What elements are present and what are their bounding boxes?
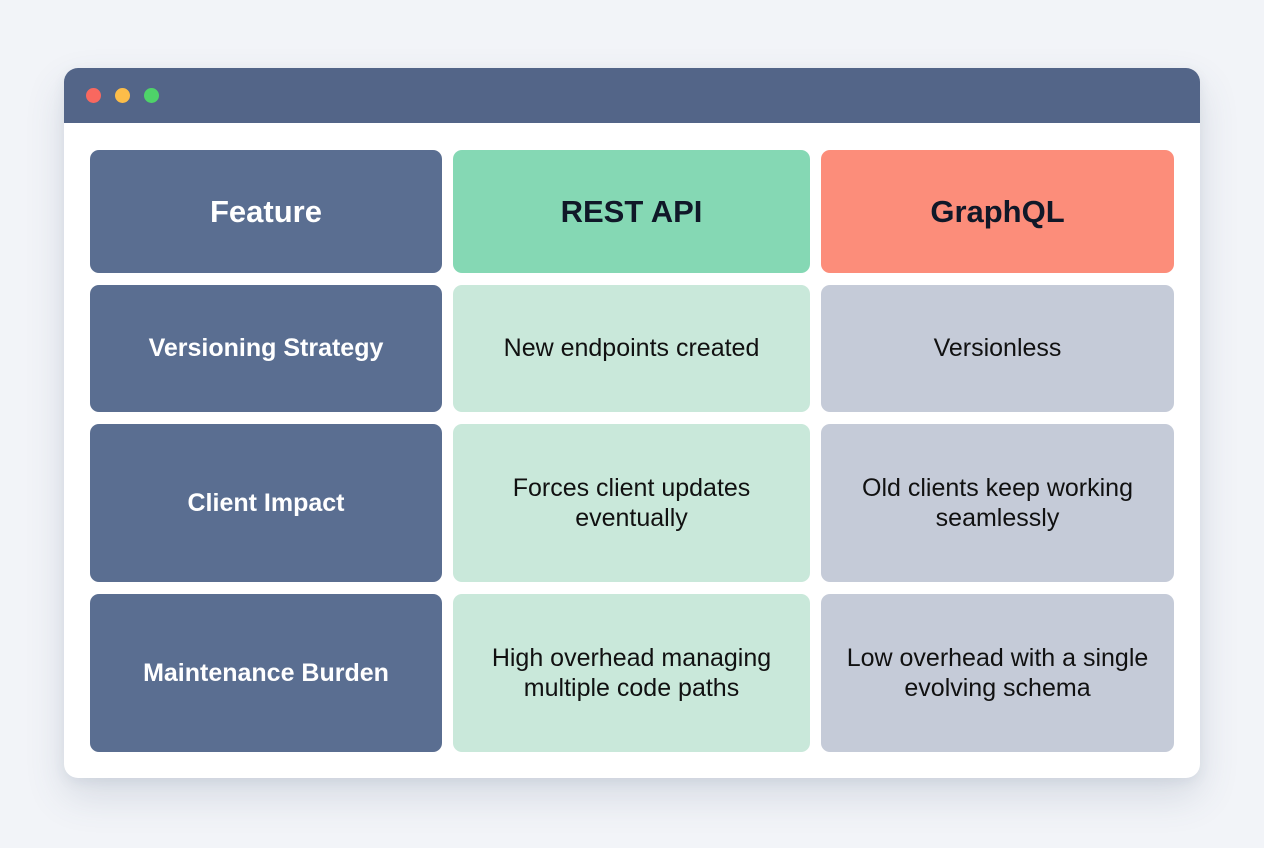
cell-graphql-maintenance-burden: Low overhead with a single evolving sche… [821, 594, 1174, 752]
app-window: Feature REST API GraphQL Versioning Stra… [64, 68, 1200, 778]
cell-graphql-versioning-strategy: Versionless [821, 285, 1174, 413]
table-row: Maintenance Burden High overhead managin… [90, 594, 1174, 752]
cell-rest-maintenance-burden: High overhead managing multiple code pat… [453, 594, 810, 752]
table-row: Client Impact Forces client updates even… [90, 424, 1174, 583]
column-header-graphql: GraphQL [821, 150, 1174, 273]
cell-graphql-client-impact: Old clients keep working seamlessly [821, 424, 1174, 583]
comparison-table: Feature REST API GraphQL Versioning Stra… [64, 123, 1200, 778]
table-row: Versioning Strategy New endpoints create… [90, 285, 1174, 413]
cell-rest-versioning-strategy: New endpoints created [453, 285, 810, 413]
minimize-dot-icon[interactable] [115, 88, 130, 103]
close-dot-icon[interactable] [86, 88, 101, 103]
column-header-rest-api: REST API [453, 150, 810, 273]
table-header-row: Feature REST API GraphQL [90, 150, 1174, 273]
row-label-maintenance-burden: Maintenance Burden [90, 594, 442, 752]
row-label-versioning-strategy: Versioning Strategy [90, 285, 442, 413]
row-label-client-impact: Client Impact [90, 424, 442, 583]
column-header-feature: Feature [90, 150, 442, 273]
window-titlebar [64, 68, 1200, 123]
maximize-dot-icon[interactable] [144, 88, 159, 103]
cell-rest-client-impact: Forces client updates eventually [453, 424, 810, 583]
